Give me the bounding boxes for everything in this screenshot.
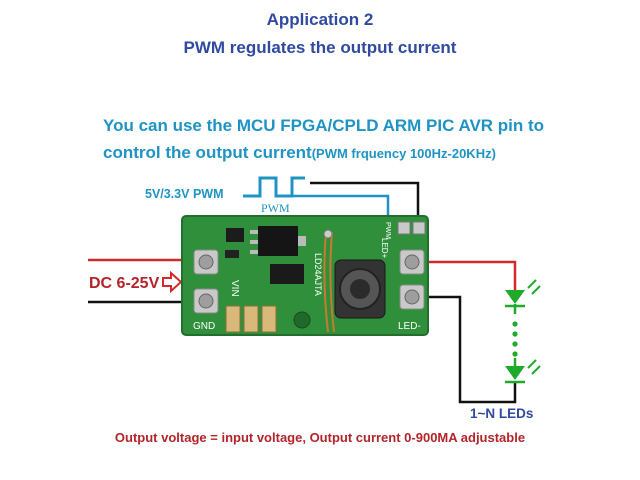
page-title: Application 2 [266,10,374,29]
capacitor-2 [243,305,259,333]
copper-wire [323,231,329,333]
led-chain-dot [512,341,518,347]
pwm-waveform [243,176,305,198]
description-line-1: You can use the MCU FPGA/CPLD ARM PIC AV… [103,116,545,135]
led-negative-wire [412,295,517,404]
mounting-hole [293,311,311,329]
led-chain-dot [512,331,518,337]
diode [270,264,304,284]
capacitor-1 [225,305,241,333]
led-positive-wire [412,260,517,290]
led-top [505,279,541,314]
pwm-gnd-pad [412,221,426,235]
pwm-input-label: 5V/3.3V PWM [145,187,224,201]
board-model-label: LD24AJTA [313,253,323,296]
board-vin-label: VIN [229,280,240,297]
description-line-2: control the output current(PWM frquency … [103,143,496,163]
board-gnd-label: GND [193,321,215,332]
led-bottom [505,358,541,384]
led-chain-dot [512,321,518,327]
description-main: control the output current [103,143,312,162]
dc-input-label: DC 6-25V [89,275,160,292]
pwm-frequency-note: (PWM frquency 100Hz-20KHz) [311,146,496,161]
board-led-plus-label: LED+ [380,238,389,259]
driver-ic [258,226,298,256]
driver-board: VIN GND LD24AJTA PWM LED+ LED- [181,215,429,336]
pwm-ground-wire [310,181,420,228]
page-subtitle: PWM regulates the output current [183,38,457,57]
board-pwm-pin-label: PWM [384,222,391,239]
capacitor-3 [261,305,277,333]
board-led-minus-label: LED- [398,321,421,332]
pwm-wave-label: PWM [261,201,290,215]
led-chain-dot [512,351,518,357]
input-arrow-icon [162,270,183,294]
pwm-pin-pad [397,221,411,235]
leds-label: 1~N LEDs [470,406,534,421]
footer-note: Output voltage = input voltage, Output c… [114,430,526,445]
